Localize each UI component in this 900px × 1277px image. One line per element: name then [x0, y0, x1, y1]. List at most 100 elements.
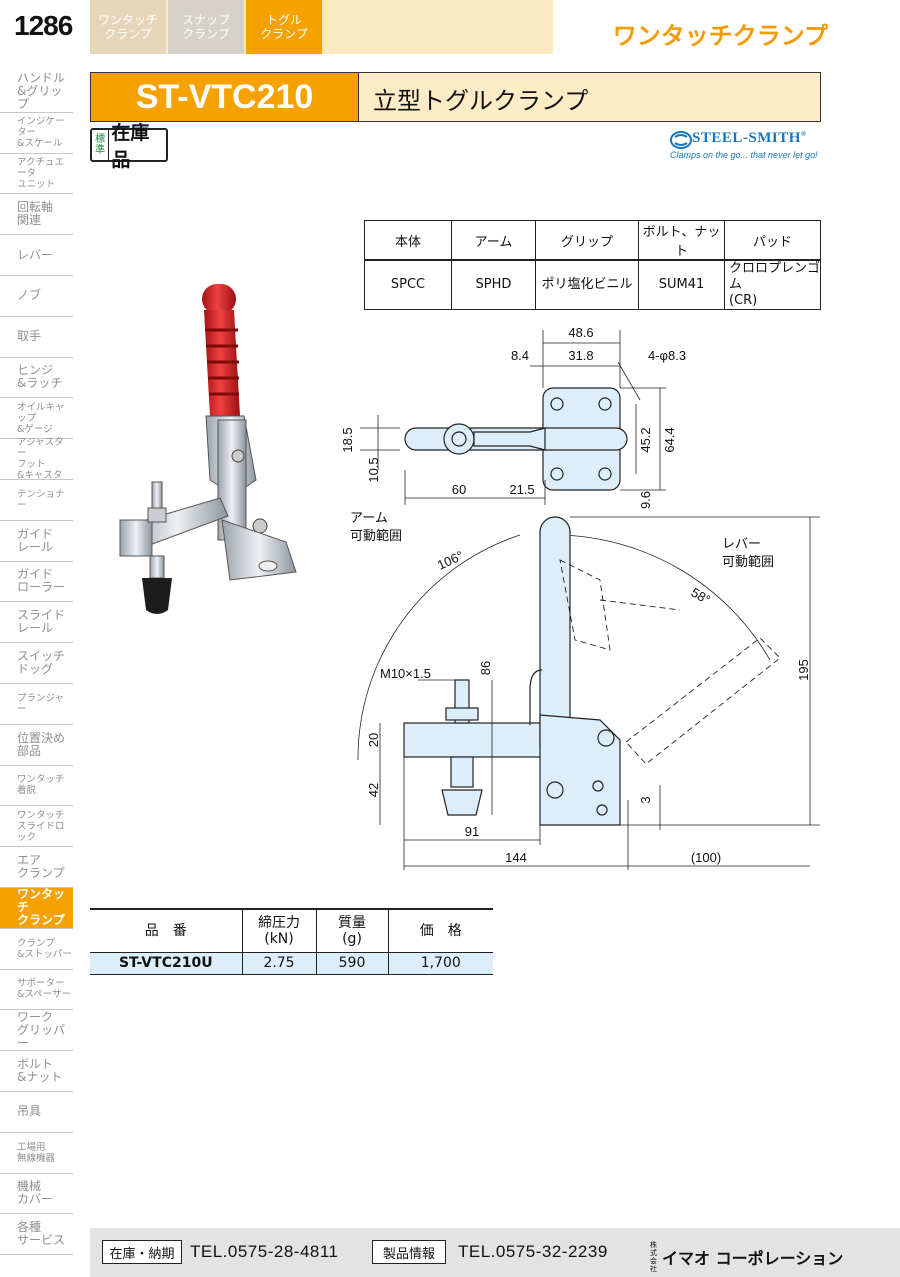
sidebar-item[interactable]: ワーク グリッパー: [0, 1010, 73, 1052]
angle-106: 106°: [435, 548, 466, 573]
clamp-arm: [119, 497, 229, 557]
top-view-dimensions: [360, 330, 666, 505]
sidebar-item[interactable]: ワンタッチ 着脱: [0, 766, 73, 807]
clamp-spindle: [142, 481, 172, 614]
sidebar-item[interactable]: 工場用 無線機器: [0, 1133, 73, 1174]
category-title: ワンタッチクランプ: [612, 22, 828, 50]
lever-range-label-line2: 可動範囲: [722, 554, 774, 569]
arm-range-label-line1: アーム: [350, 510, 388, 525]
material-header: パッド: [724, 220, 821, 261]
stock-badge: 標 準 在庫品: [90, 122, 168, 171]
top-view-labels: 48.6 8.4 31.8 4-φ8.3 18.5 10.5 45.2 64.4…: [340, 325, 686, 509]
sidebar-item[interactable]: 取手: [0, 317, 73, 358]
product-title-bar: ST-VTC210 立型トグルクランプ: [90, 72, 821, 122]
company-name: イマオ コーポレーション: [662, 1249, 844, 1268]
spec-header: 品 番: [90, 908, 242, 953]
sidebar-item[interactable]: ノブ: [0, 276, 73, 317]
product-info-tel[interactable]: TEL.0575-32-2239: [458, 1242, 608, 1261]
side-view-dimensions: [379, 516, 820, 870]
sidebar-item[interactable]: エア クランプ: [0, 847, 73, 888]
sidebar-item[interactable]: スライド レール: [0, 602, 73, 644]
sidebar-item[interactable]: サポーター &スペーサー: [0, 970, 73, 1011]
material-table: 本体 アーム グリップ ボルト、ナット パッド SPCC SPHD ポリ塩化ビニ…: [364, 220, 821, 310]
side-view-labels: アーム 可動範囲 レバー 可動範囲 106° 58° M10×1.5 86 20…: [350, 510, 811, 865]
tab-toggle-clamp[interactable]: トグル クランプ: [246, 0, 322, 54]
sidebar-item[interactable]: ワンタッチ スライドロック: [0, 806, 73, 848]
product-name: 立型トグルクランプ: [373, 87, 589, 115]
spec-force: 2.75: [241, 952, 316, 975]
material-value-row: SPCC SPHD ポリ塩化ビニル SUM41 クロロプレンゴム (CR): [364, 259, 821, 310]
spec-header: 締圧力 (kN): [241, 908, 316, 953]
sidebar-item[interactable]: ワンタッチ クランプ: [0, 888, 73, 929]
sidebar-item[interactable]: ヒンジ &ラッチ: [0, 358, 73, 399]
material-value: SUM41: [638, 259, 725, 310]
spec-table: 品 番 締圧力 (kN) 質量 (g) 価 格 ST-VTC210U 2.75 …: [90, 908, 493, 975]
top-view: [404, 387, 628, 491]
spec-part-number: ST-VTC210U: [90, 952, 242, 975]
spec-price: 1,700: [387, 952, 493, 975]
spec-mass: 590: [315, 952, 388, 975]
footer-bar: 在庫・納期 TEL.0575-28-4811 製品情報 TEL.0575-32-…: [90, 1228, 900, 1277]
spec-header: 質量 (g): [315, 908, 388, 953]
dim-91: 91: [465, 824, 479, 839]
thread-label: M10×1.5: [380, 666, 431, 681]
sidebar-item[interactable]: ガイド ローラー: [0, 562, 73, 603]
product-photo: [119, 284, 297, 614]
dim-3: 3: [638, 796, 653, 803]
material-value: SPCC: [364, 259, 452, 310]
stock-contact-tel[interactable]: TEL.0575-28-4811: [190, 1242, 339, 1261]
sidebar-item[interactable]: 位置決め 部品: [0, 725, 73, 766]
product-info-label: 製品情報: [372, 1240, 446, 1264]
sidebar-item[interactable]: 各種 サービス: [0, 1214, 73, 1256]
sidebar-nav: ハンドル &グリップインジケーター &スケールアクチュエータ ユニット回転軸 関…: [0, 72, 73, 1256]
dim-86: 86: [478, 661, 493, 675]
sidebar-item[interactable]: アジャスター フット &キャスタ: [0, 437, 73, 481]
sidebar-item[interactable]: ボルト &ナット: [0, 1051, 73, 1092]
sidebar-item[interactable]: テンショナー: [0, 480, 73, 521]
sidebar-item[interactable]: ガイド レール: [0, 521, 73, 562]
dim-45-2: 45.2: [638, 427, 653, 452]
dim-60: 60: [452, 482, 466, 497]
sidebar-item[interactable]: クランプ &ストッパー: [0, 929, 73, 970]
product-model: ST-VTC210: [91, 73, 359, 121]
spec-header-row: 品 番 締圧力 (kN) 質量 (g) 価 格: [90, 908, 493, 953]
tab-snap-clamp[interactable]: スナップ クランプ: [168, 0, 244, 54]
red-grip: [202, 284, 240, 416]
dim-31-8: 31.8: [568, 348, 593, 363]
brand-emblem-icon: [670, 131, 692, 149]
stock-label: 在庫品: [111, 122, 150, 171]
brand-logo: STEEL-SMITH® Clamps on the go... that ne…: [668, 130, 828, 162]
sidebar-item[interactable]: レバー: [0, 235, 73, 276]
sidebar-item[interactable]: インジケーター &スケール: [0, 113, 73, 154]
sidebar-item[interactable]: 機械 カバー: [0, 1174, 73, 1215]
sidebar-item[interactable]: オイルキャップ &ゲージ: [0, 398, 73, 440]
material-value: クロロプレンゴム (CR): [724, 259, 821, 310]
sidebar-item[interactable]: 吊具: [0, 1092, 73, 1133]
company-prefix: 株式 会社: [650, 1241, 657, 1273]
dim-21-5: 21.5: [509, 482, 534, 497]
sidebar-item[interactable]: ハンドル &グリップ: [0, 72, 73, 113]
lever-range-label-line1: レバー: [722, 536, 761, 551]
brand-name: STEEL-SMITH: [692, 130, 801, 146]
company-logo: 株式 会社 イマオ コーポレーション: [650, 1241, 843, 1273]
dim-100: (100): [691, 850, 721, 865]
brand-registered-mark: ®: [800, 130, 807, 138]
clamp-body: [205, 415, 297, 581]
sidebar-item[interactable]: プランジャー: [0, 684, 73, 725]
sidebar-item[interactable]: スイッチ ドッグ: [0, 643, 73, 684]
angle-58: 58°: [689, 585, 714, 608]
sidebar-item[interactable]: アクチュエータ ユニット: [0, 154, 73, 195]
dim-64-4: 64.4: [662, 427, 677, 452]
arm-range-label-line2: 可動範囲: [350, 528, 402, 543]
page-number: 1286: [14, 10, 73, 41]
category-tabs: ワンタッチ クランプ スナップ クランプ トグル クランプ: [90, 0, 553, 54]
dim-hole: 4-φ8.3: [648, 348, 686, 363]
brand-tagline: Clamps on the go... that never let go!: [670, 150, 818, 160]
dim-195: 195: [796, 659, 811, 681]
stock-contact-label: 在庫・納期: [102, 1240, 182, 1264]
stock-standard-label: 標 準: [92, 130, 110, 160]
tab-one-touch-clamp[interactable]: ワンタッチ クランプ: [90, 0, 166, 54]
sidebar-item[interactable]: 回転軸 関連: [0, 194, 73, 236]
side-view: [357, 516, 781, 826]
technical-drawing: 48.6 8.4 31.8 4-φ8.3 18.5 10.5 45.2 64.4…: [340, 325, 820, 870]
